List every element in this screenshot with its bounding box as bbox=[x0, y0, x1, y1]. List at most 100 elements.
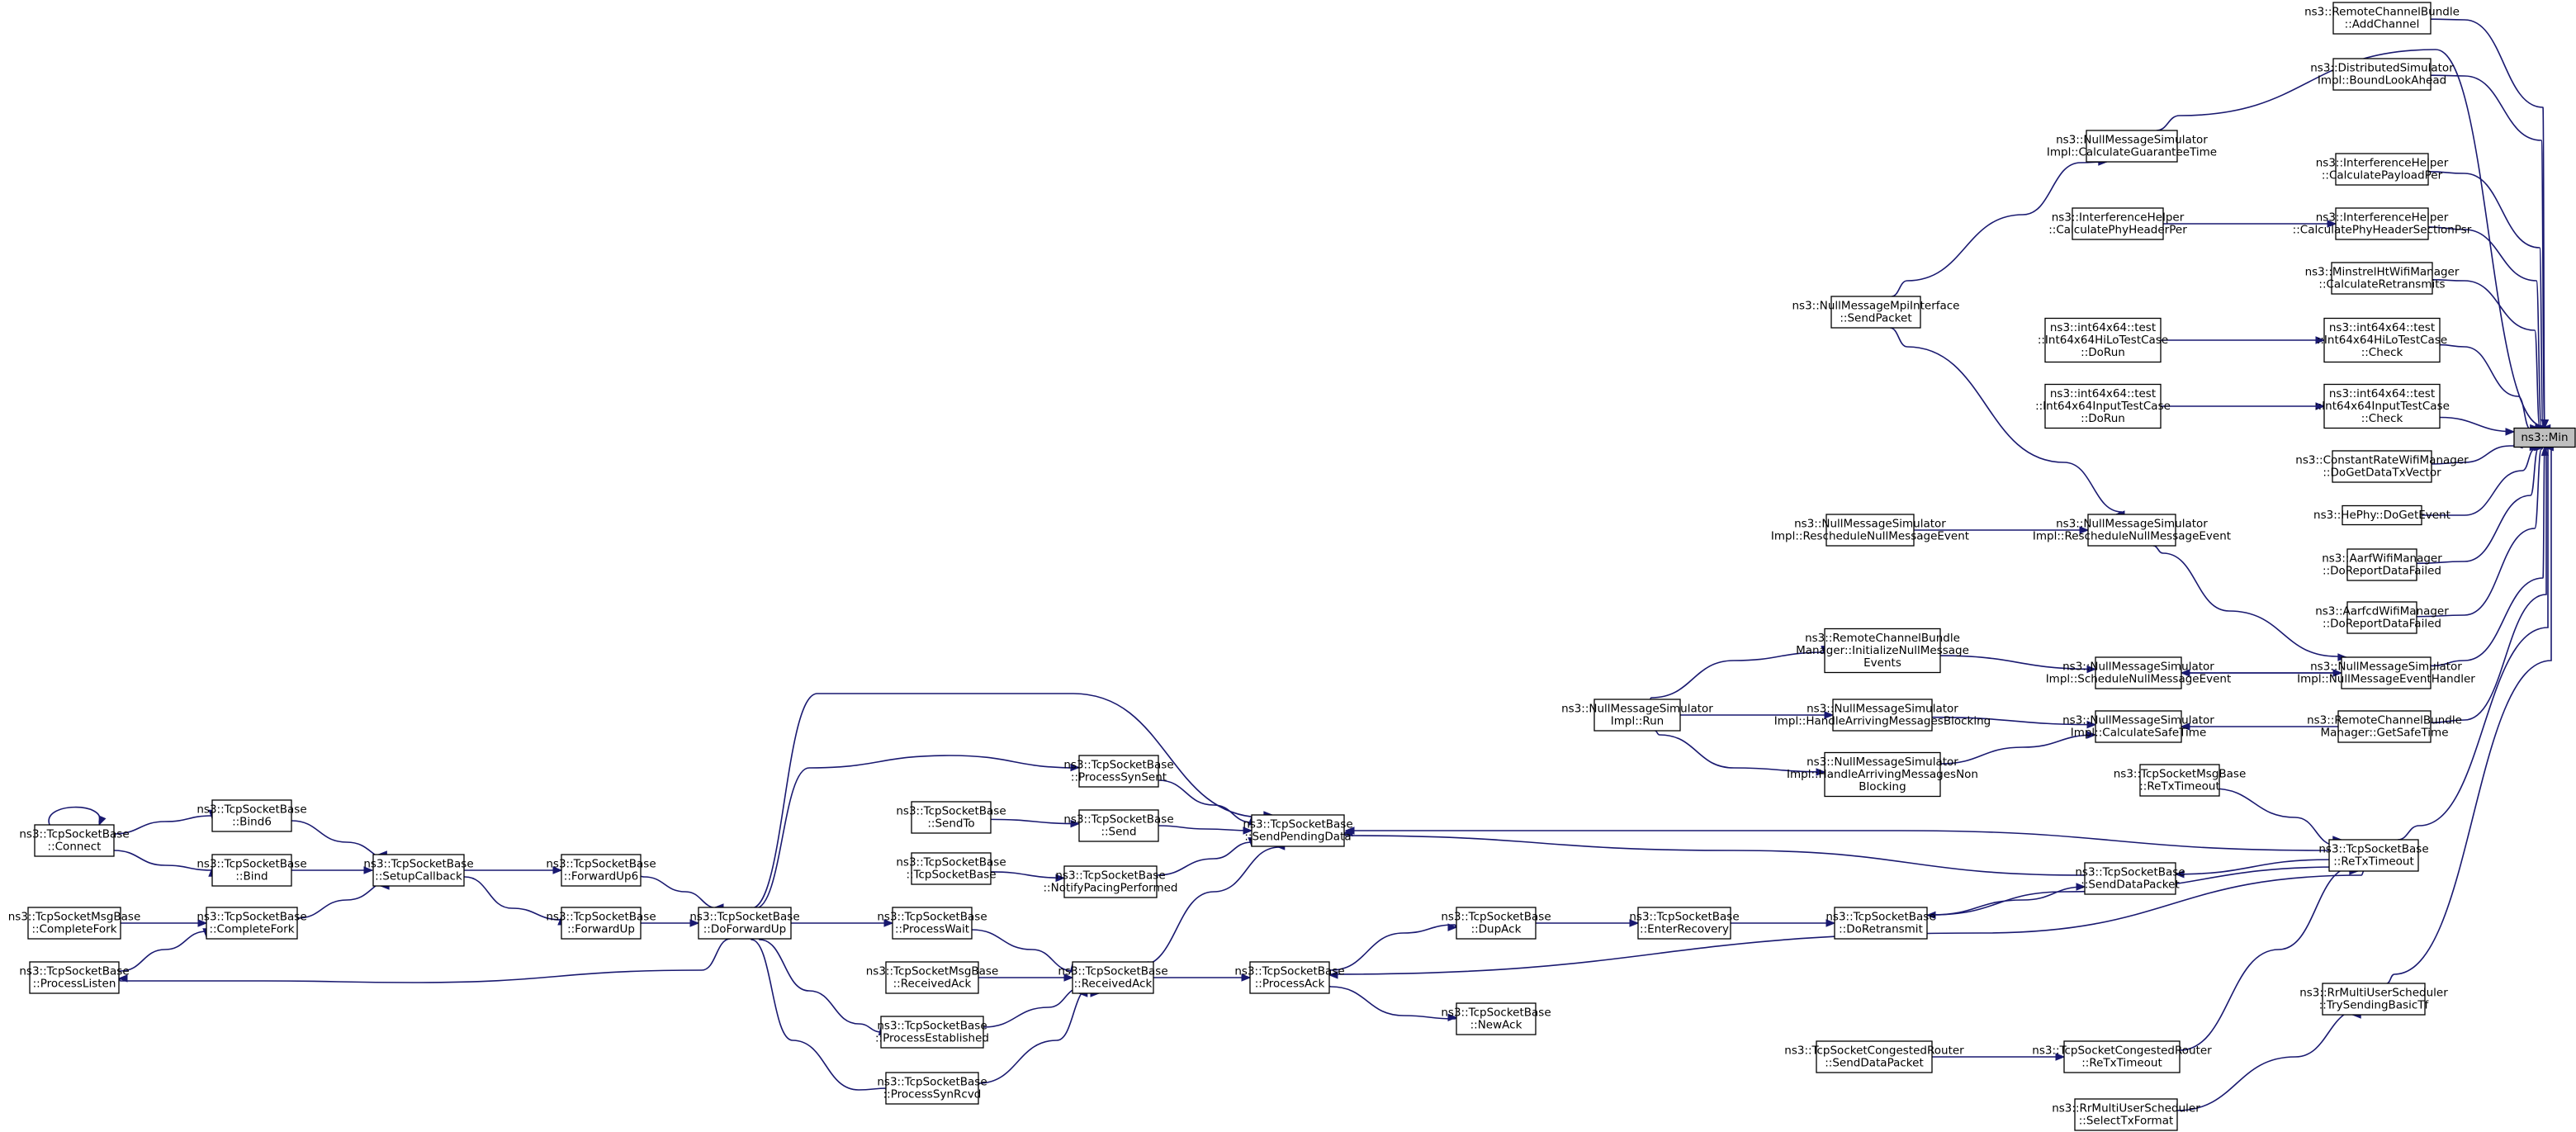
node-label-line: ::ProcessSynRcvd bbox=[883, 1088, 982, 1101]
node-label-line: ns3::TcpSocketBase bbox=[877, 911, 987, 924]
node-initnull[interactable]: ns3::RemoteChannelBundleManager::Initial… bbox=[1796, 628, 1969, 674]
node-congretx[interactable]: ns3::TcpSocketCongestedRouter::ReTxTimeo… bbox=[2032, 1040, 2212, 1073]
node-resched1[interactable]: ns3::NullMessageSimulatorImpl::Reschedul… bbox=[1771, 514, 1969, 547]
node-label-line: ns3::TcpSocketBase bbox=[1234, 965, 1344, 978]
node-schednull[interactable]: ns3::NullMessageSimulatorImpl::ScheduleN… bbox=[2046, 656, 2232, 689]
node-resched2[interactable]: ns3::NullMessageSimulatorImpl::Reschedul… bbox=[2033, 514, 2231, 547]
node-check1[interactable]: ns3::int64x64::test::Int64x64HiLoTestCas… bbox=[2317, 317, 2447, 363]
node-calcphyhdrsec[interactable]: ns3::InterferenceHelper::CalculatePhyHea… bbox=[2293, 207, 2472, 240]
node-notifypacing[interactable]: ns3::TcpSocketBase::NotifyPacingPerforme… bbox=[1044, 865, 1178, 898]
node-calcguar[interactable]: ns3::NullMessageSimulatorImpl::Calculate… bbox=[2047, 130, 2217, 163]
node-processestablished[interactable]: ns3::TcpSocketBase::ProcessEstablished bbox=[875, 1016, 989, 1049]
node-nullhandler[interactable]: ns3::NullMessageSimulatorImpl::NullMessa… bbox=[2297, 656, 2475, 689]
nodes-layer: ns3::Min ns3::RemoteChannelBundle::AddCha… bbox=[8, 2, 2576, 1131]
node-msgcompletefork[interactable]: ns3::TcpSocketMsgBase::CompleteFork bbox=[8, 907, 141, 940]
node-connect[interactable]: ns3::TcpSocketBase::Connect bbox=[19, 824, 130, 857]
node-senddatapacket[interactable]: ns3::TcpSocketBase::SendDataPacket bbox=[2075, 862, 2185, 895]
node-box bbox=[2328, 839, 2419, 872]
node-trysending[interactable]: ns3::RrMultiUserScheduler::TrySendingBas… bbox=[2299, 983, 2448, 1016]
edge-fwdup6-to-doforwardup bbox=[640, 875, 724, 912]
node-bind6[interactable]: ns3::TcpSocketBase::Bind6 bbox=[197, 799, 307, 832]
node-box bbox=[27, 907, 121, 940]
node-doretransmit[interactable]: ns3::TcpSocketBase::DoRetransmit bbox=[1825, 907, 1936, 940]
node-addchannel[interactable]: ns3::RemoteChannelBundle::AddChannel bbox=[2304, 2, 2460, 35]
node-label-line: ns3::NullMessageMpiInterface bbox=[1792, 300, 1959, 313]
node-sendto[interactable]: ns3::TcpSocketBase::SendTo bbox=[896, 801, 1006, 834]
edge-resched1-to-resched2 bbox=[1914, 526, 2090, 534]
node-label-line: Impl::NullMessageEventHandler bbox=[2297, 673, 2475, 686]
node-processsynrcvd[interactable]: ns3::TcpSocketBase::ProcessSynRcvd bbox=[877, 1072, 987, 1105]
node-label-line: ns3::MinstrelHtWifiManager bbox=[2305, 266, 2460, 279]
node-box bbox=[2341, 656, 2432, 689]
edge-simrun-to-harnonblock bbox=[1655, 730, 1826, 776]
node-label-line: ns3::NullMessageSimulator bbox=[2056, 518, 2208, 531]
node-calcretx[interactable]: ns3::MinstrelHtWifiManager::CalculateRet… bbox=[2305, 262, 2460, 295]
node-bind[interactable]: ns3::TcpSocketBase::Bind bbox=[197, 854, 307, 887]
node-recvack[interactable]: ns3::TcpSocketBase::ReceivedAck bbox=[1058, 961, 1168, 994]
node-box bbox=[2337, 710, 2432, 743]
node-box bbox=[2513, 427, 2576, 448]
node-calcsafe[interactable]: ns3::NullMessageSimulatorImpl::Calculate… bbox=[2062, 710, 2214, 743]
node-processlisten[interactable]: ns3::TcpSocketBase::ProcessListen bbox=[19, 961, 130, 994]
edge-arrowhead bbox=[1629, 919, 1640, 927]
node-harnonblock[interactable]: ns3::NullMessageSimulatorImpl::HandleArr… bbox=[1787, 751, 1978, 798]
node-doforwardup[interactable]: ns3::TcpSocketBase::DoForwardUp bbox=[689, 907, 800, 940]
node-label-line: ns3::HePhy::DoGetEvent bbox=[2313, 509, 2451, 522]
node-dupack[interactable]: ns3::TcpSocketBase::DupAck bbox=[1441, 907, 1551, 940]
node-aarfcd[interactable]: ns3::AarfcdWifiManager::DoReportDataFail… bbox=[2315, 601, 2449, 634]
node-fwdup6[interactable]: ns3::TcpSocketBase::ForwardUp6 bbox=[546, 854, 656, 887]
node-box bbox=[1456, 1002, 1537, 1035]
node-calcpay[interactable]: ns3::InterferenceHelper::CalculatePayloa… bbox=[2316, 153, 2449, 186]
node-dorun1[interactable]: ns3::int64x64::test::Int64x64HiLoTestCas… bbox=[2038, 317, 2168, 363]
node-sendpending[interactable]: ns3::TcpSocketBase::SendPendingData bbox=[1243, 814, 1353, 847]
node-label-line: ::ReTxTimeout bbox=[2081, 1057, 2162, 1070]
edge-send-to-sendpending bbox=[1158, 825, 1253, 835]
node-msgretx[interactable]: ns3::TcpSocketMsgBase::ReTxTimeout bbox=[2114, 764, 2247, 797]
edge-arrowhead bbox=[1825, 919, 1836, 927]
node-box bbox=[2095, 710, 2182, 743]
node-processwait[interactable]: ns3::TcpSocketBase::ProcessWait bbox=[877, 907, 987, 940]
node-label-line: ns3::TcpSocketBase bbox=[877, 1076, 987, 1089]
edge-arrowhead bbox=[1241, 973, 1252, 982]
node-send[interactable]: ns3::TcpSocketBase::Send bbox=[1063, 809, 1174, 842]
node-retx[interactable]: ns3::TcpSocketBase::ReTxTimeout bbox=[2318, 839, 2429, 872]
node-msgrecvack[interactable]: ns3::TcpSocketMsgBase::ReceivedAck bbox=[866, 961, 999, 994]
node-box bbox=[2323, 383, 2441, 429]
node-label-line: Manager::InitializeNullMessage bbox=[1796, 644, 1969, 657]
node-check2[interactable]: ns3::int64x64::test::Int64x64InputTestCa… bbox=[2314, 383, 2450, 429]
node-congsend[interactable]: ns3::TcpSocketCongestedRouter::SendDataP… bbox=[1784, 1040, 1964, 1073]
node-label-line: ::ReTxTimeout bbox=[2333, 855, 2414, 869]
node-sendpacket[interactable]: ns3::NullMessageMpiInterface::SendPacket bbox=[1792, 296, 1960, 329]
edge-notifypacing-to-sendpending bbox=[1156, 837, 1256, 876]
node-getsafe[interactable]: ns3::RemoteChannelBundleManager::GetSafe… bbox=[2307, 710, 2462, 743]
edge-arrowhead bbox=[2086, 720, 2097, 729]
node-fwdup[interactable]: ns3::TcpSocketBase::ForwardUp bbox=[546, 907, 656, 940]
node-box bbox=[2346, 601, 2417, 634]
node-tcpsb[interactable]: ns3::TcpSocketBase::TcpSocketBase bbox=[896, 852, 1006, 885]
node-aarf[interactable]: ns3::AarfWifiManager::DoReportDataFailed bbox=[2322, 548, 2442, 581]
node-processack[interactable]: ns3::TcpSocketBase::ProcessAck bbox=[1234, 961, 1345, 994]
node-dogetdata[interactable]: ns3::ConstantRateWifiManager::DoGetDataT… bbox=[2295, 450, 2469, 483]
node-min[interactable]: ns3::Min bbox=[2513, 427, 2576, 448]
node-label-line: ::CalculatePhyHeaderPer bbox=[2048, 224, 2187, 237]
node-calcphyhdr[interactable]: ns3::InterferenceHelper::CalculatePhyHea… bbox=[2048, 207, 2187, 240]
edges-layer bbox=[48, 18, 2554, 1111]
node-completefork[interactable]: ns3::TcpSocketBase::CompleteFork bbox=[197, 907, 307, 940]
node-label-line: ::Check bbox=[2361, 346, 2403, 359]
node-harblock[interactable]: ns3::NullMessageSimulatorImpl::HandleArr… bbox=[1774, 699, 1991, 732]
edge-arrowhead bbox=[2079, 526, 2090, 534]
edge-bind-to-setupcb bbox=[291, 866, 374, 874]
edge-msgrecvack-to-recvack bbox=[978, 973, 1074, 982]
node-label-line: ns3::TcpSocketBase bbox=[19, 828, 129, 841]
node-processsynsent[interactable]: ns3::TcpSocketBase::ProcessSynSent bbox=[1063, 755, 1174, 788]
edge-arrowhead bbox=[1342, 828, 1353, 837]
node-boundlook[interactable]: ns3::DistributedSimulatorImpl::BoundLook… bbox=[2310, 58, 2454, 91]
node-setupcb[interactable]: ns3::TcpSocketBase::SetupCallback bbox=[363, 854, 474, 887]
node-label-line: ns3::TcpSocketBase bbox=[19, 965, 129, 978]
node-newack[interactable]: ns3::TcpSocketBase::NewAck bbox=[1441, 1002, 1551, 1035]
node-enterrecovery[interactable]: ns3::TcpSocketBase::EnterRecovery bbox=[1629, 907, 1740, 940]
node-dorun2[interactable]: ns3::int64x64::test::Int64x64InputTestCa… bbox=[2035, 383, 2171, 429]
node-selecttx[interactable]: ns3::RrMultiUserScheduler::SelectTxForma… bbox=[2052, 1098, 2200, 1131]
node-hephy[interactable]: ns3::HePhy::DoGetEvent bbox=[2313, 504, 2451, 526]
